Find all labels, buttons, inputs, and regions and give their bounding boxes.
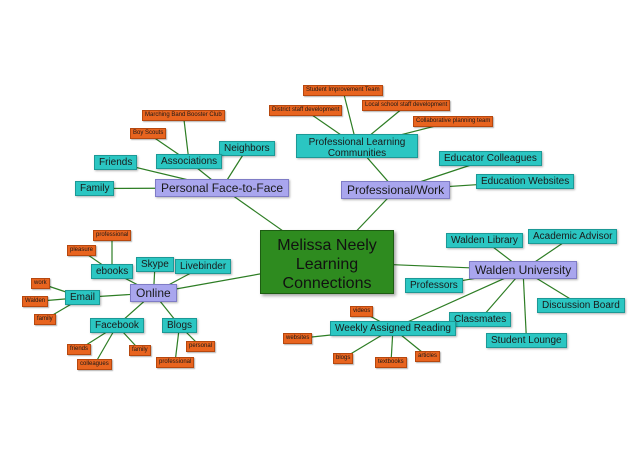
subtopic-classmates[interactable]: Classmates [449,312,512,327]
leaf-email-family[interactable]: family [34,314,56,325]
leaf-reading-videos[interactable]: videos [350,306,374,317]
leaf-collaborative-planning-team[interactable]: Collaborative planning team [413,116,494,127]
topic-walden-university[interactable]: Walden University [469,261,578,279]
leaf-ebooks-pleasure[interactable]: pleasure [67,245,97,256]
subtopic-professors[interactable]: Professors [405,278,463,293]
connector-walden-lounge [522,269,528,341]
subtopic-livebinder[interactable]: Livebinder [175,259,232,274]
central-topic[interactable]: Melissa Neely Learning Connections [260,230,394,294]
subtopic-discussion-board[interactable]: Discussion Board [537,298,625,313]
leaf-facebook-colleagues[interactable]: colleagues [77,359,112,370]
leaf-reading-textbooks[interactable]: textbooks [375,357,407,368]
topic-online[interactable]: Online [130,284,177,302]
leaf-reading-blogs[interactable]: blogs [333,353,354,364]
subtopic-friends[interactable]: Friends [94,155,138,170]
subtopic-skype[interactable]: Skype [136,257,174,272]
leaf-district-staff-development[interactable]: District staff development [269,105,343,116]
subtopic-blogs[interactable]: Blogs [162,318,198,333]
subtopic-educator-colleagues[interactable]: Educator Colleagues [439,151,542,166]
leaf-email-walden[interactable]: Walden [22,296,49,307]
leaf-reading-websites[interactable]: websites [283,333,313,344]
leaf-email-work[interactable]: work [31,278,50,289]
leaf-facebook-friends[interactable]: friends [67,344,92,355]
leaf-local-school-staff-development[interactable]: Local school staff development [362,100,451,111]
subtopic-associations[interactable]: Associations [156,154,223,169]
subtopic-education-websites[interactable]: Education Websites [476,174,575,189]
subtopic-neighbors[interactable]: Neighbors [219,141,275,156]
subtopic-email[interactable]: Email [65,290,101,305]
subtopic-facebook[interactable]: Facebook [90,318,144,333]
subtopic-walden-library[interactable]: Walden Library [446,233,523,248]
leaf-reading-articles[interactable]: articles [415,351,441,362]
leaf-student-improvement-team[interactable]: Student Improvement Team [303,85,383,96]
leaf-facebook-family[interactable]: family [129,345,151,356]
topic-personal-face-to-face[interactable]: Personal Face-to-Face [155,179,290,197]
subtopic-student-lounge[interactable]: Student Lounge [486,333,567,348]
leaf-marching-band-booster-club[interactable]: Marching Band Booster Club [142,110,225,121]
subtopic-weekly-assigned-reading[interactable]: Weekly Assigned Reading [330,321,456,336]
connector-walden-reading [392,269,524,330]
subtopic-academic-advisor[interactable]: Academic Advisor [528,229,618,244]
subtopic-professional-learning-communities[interactable]: Professional Learning Communities [296,134,418,159]
topic-professional-work[interactable]: Professional/Work [341,181,451,199]
leaf-blogs-professional[interactable]: professional [156,357,195,368]
leaf-ebooks-professional[interactable]: professional [93,230,132,241]
subtopic-ebooks[interactable]: ebooks [91,264,134,279]
connector-assoc-band [182,115,190,162]
leaf-blogs-personal[interactable]: personal [186,341,216,352]
subtopic-family[interactable]: Family [75,181,115,196]
leaf-boy-scouts[interactable]: Boy Scouts [130,128,167,139]
